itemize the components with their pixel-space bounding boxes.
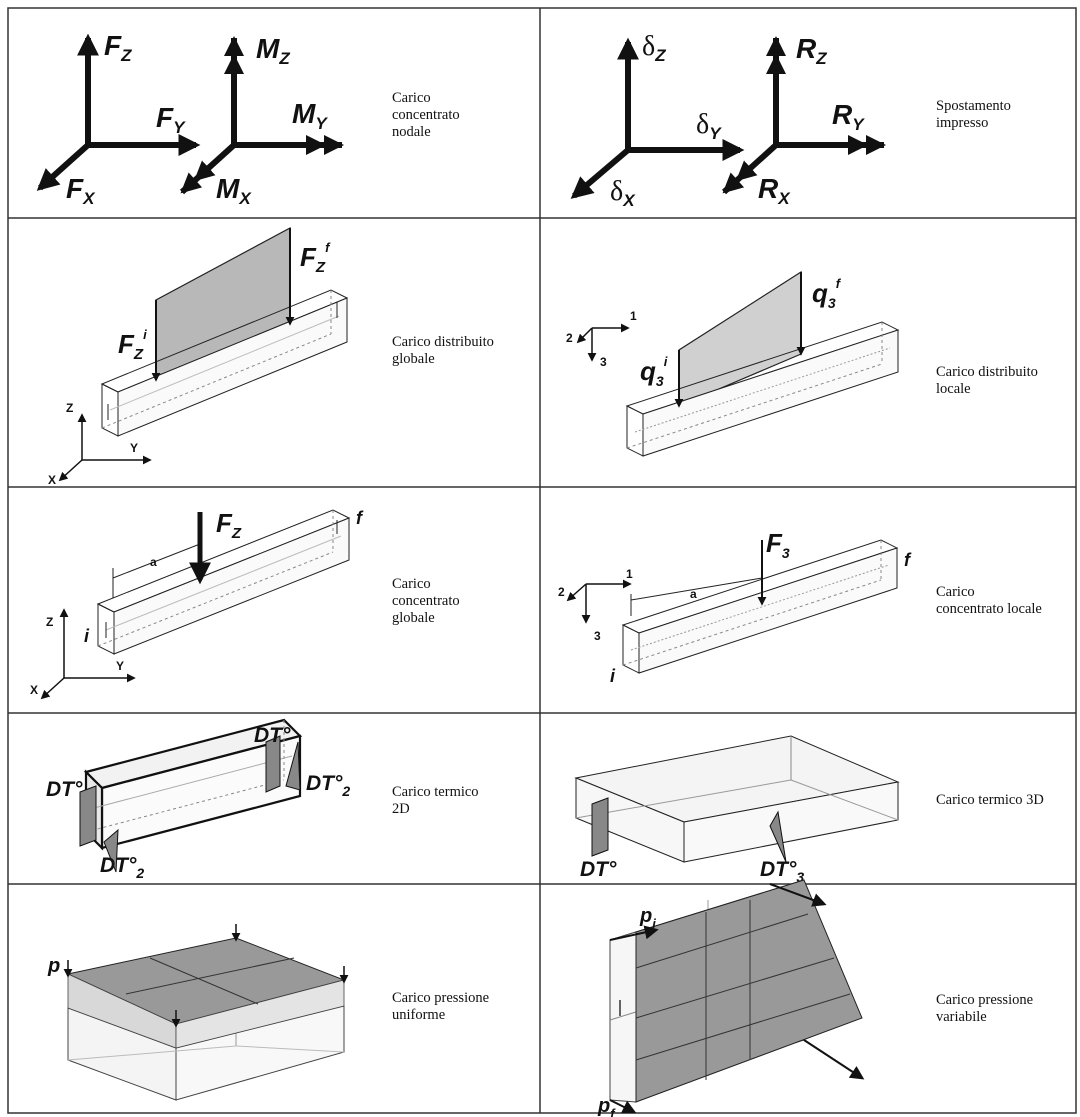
caption-local-concentrated: Carico concentrato locale	[936, 584, 1042, 617]
caption-nodal-concentrated: Carico concentrato nodale	[392, 90, 460, 140]
fz-label: FZ	[104, 30, 132, 65]
axis-y-label: Y	[130, 441, 138, 455]
my-label: MY	[292, 98, 328, 133]
axis-z-label: Z	[66, 401, 73, 415]
dt-label-c: DT°	[580, 858, 617, 881]
axis-3-label-2: 3	[594, 629, 601, 643]
axis-x-label-2: X	[30, 683, 38, 697]
q3i-label: q3i	[640, 354, 668, 389]
a-label-2: a	[690, 587, 697, 601]
f-label-2: f	[904, 550, 912, 570]
dt-label-b: DT°	[254, 724, 291, 747]
fzi-label: FZi	[118, 327, 147, 363]
ry-label: RY	[832, 99, 865, 134]
imposed-displacement-diagram	[570, 36, 886, 199]
q3f-label: q3f	[812, 276, 842, 311]
rx-label: RX	[758, 173, 791, 208]
pi-label: pi	[639, 905, 656, 931]
mz-label: MZ	[256, 33, 290, 68]
thermal-2d-diagram	[79, 718, 303, 873]
dt2-label-b: DT°2	[100, 854, 144, 881]
caption-local-distributed: Carico distribuito locale	[936, 364, 1038, 397]
global-concentrated-diagram	[40, 509, 351, 700]
axis-2-label: 2	[566, 331, 573, 345]
caption-variable-pressure: Carico pressione variabile	[936, 992, 1034, 1025]
f-label: f	[356, 508, 364, 528]
local-distributed-diagram	[576, 270, 900, 457]
i-label: i	[84, 626, 90, 646]
variable-pressure-diagram	[609, 879, 865, 1114]
dt-label-a: DT°	[46, 778, 83, 801]
dy-label: δY	[696, 109, 722, 143]
rz-label: RZ	[796, 33, 827, 68]
caption-imposed-displacement: Spostamento impresso	[936, 98, 1011, 131]
fy-label: FY	[156, 102, 186, 137]
thermal-3d-diagram	[574, 735, 900, 863]
caption-thermal-3d: Carico termico 3D	[936, 792, 1044, 808]
caption-uniform-pressure: Carico pressione uniforme	[392, 990, 490, 1023]
local-concentrated-diagram	[566, 539, 899, 674]
axis-2-label-2: 2	[558, 585, 565, 599]
fx-label: FX	[66, 173, 96, 208]
caption-global-distributed: Carico distribuito globale	[392, 334, 494, 367]
p-label: p	[47, 955, 60, 977]
dt2-label-a: DT°2	[306, 772, 350, 799]
axis-x-label: X	[48, 473, 56, 487]
i-label-2: i	[610, 666, 616, 686]
f3-label: F3	[766, 528, 790, 561]
a-label: a	[150, 555, 157, 569]
dt3-label: DT°3	[760, 858, 804, 885]
dx-label: δX	[610, 176, 636, 210]
axis-3-label: 3	[600, 355, 607, 369]
axis-z-label-2: Z	[46, 615, 53, 629]
pf-label: pf	[597, 1095, 616, 1117]
dz-label: δZ	[642, 31, 666, 65]
fzf-label: FZf	[300, 240, 331, 276]
global-distributed-diagram	[58, 226, 349, 482]
uniform-pressure-diagram	[63, 924, 349, 1101]
axis-1-label-2: 1	[626, 567, 633, 581]
axis-1-label: 1	[630, 309, 637, 323]
table-grid	[7, 7, 1077, 1114]
caption-thermal-2d: Carico termico 2D	[392, 784, 479, 817]
axis-y-label-2: Y	[116, 659, 124, 673]
caption-global-concentrated: Carico concentrato globale	[392, 576, 460, 626]
mx-label: MX	[216, 173, 252, 208]
fz-concentrated-label: FZ	[216, 508, 242, 542]
nodal-force-diagram	[36, 33, 344, 195]
